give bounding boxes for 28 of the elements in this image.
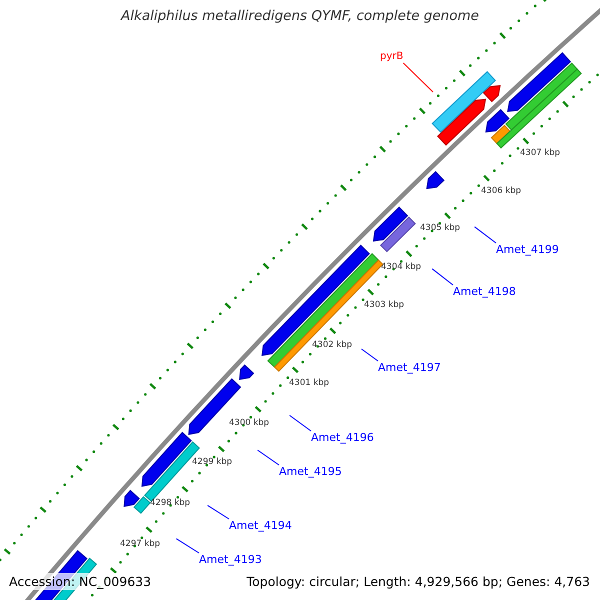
scale-label: 4297 kbp: [120, 539, 160, 550]
gene-label: Amet_4195: [279, 465, 342, 478]
map-title: Alkaliphilus metalliredigens QYMF, complete genome: [120, 8, 480, 24]
scale-label: 4300 kbp: [229, 418, 270, 428]
gene-label: Amet_4198: [453, 285, 516, 298]
leader-line: [361, 348, 378, 362]
scale-label: 4298 kbp: [150, 498, 190, 508]
gene-label: Amet_4197: [378, 361, 441, 374]
scale-label: 4306 kbp: [481, 186, 522, 196]
gene-label: Amet_4199: [496, 243, 559, 256]
scale-label: 4304 kbp: [381, 262, 422, 272]
leader-line: [432, 268, 454, 286]
scale-label: 4299 kbp: [192, 457, 232, 468]
leader-line: [207, 504, 230, 520]
leader-line: [257, 450, 280, 466]
scale-label: 4302 kbp: [312, 340, 352, 350]
scale-label: 4303 kbp: [364, 300, 404, 310]
scale-label: 4301 kbp: [289, 378, 330, 388]
leader-line: [176, 538, 200, 554]
gene-label: Amet_4196: [311, 431, 374, 444]
leader-line: [289, 414, 312, 432]
gene-label: Amet_4193: [199, 553, 262, 566]
scale-label: 4307 kbp: [520, 148, 560, 158]
gene-label: Amet_4194: [229, 519, 292, 532]
leader-line: [402, 62, 434, 92]
gene-label: pyrB: [380, 51, 404, 63]
scale-label: 4305 kbp: [420, 223, 460, 234]
leader-line: [474, 226, 496, 244]
